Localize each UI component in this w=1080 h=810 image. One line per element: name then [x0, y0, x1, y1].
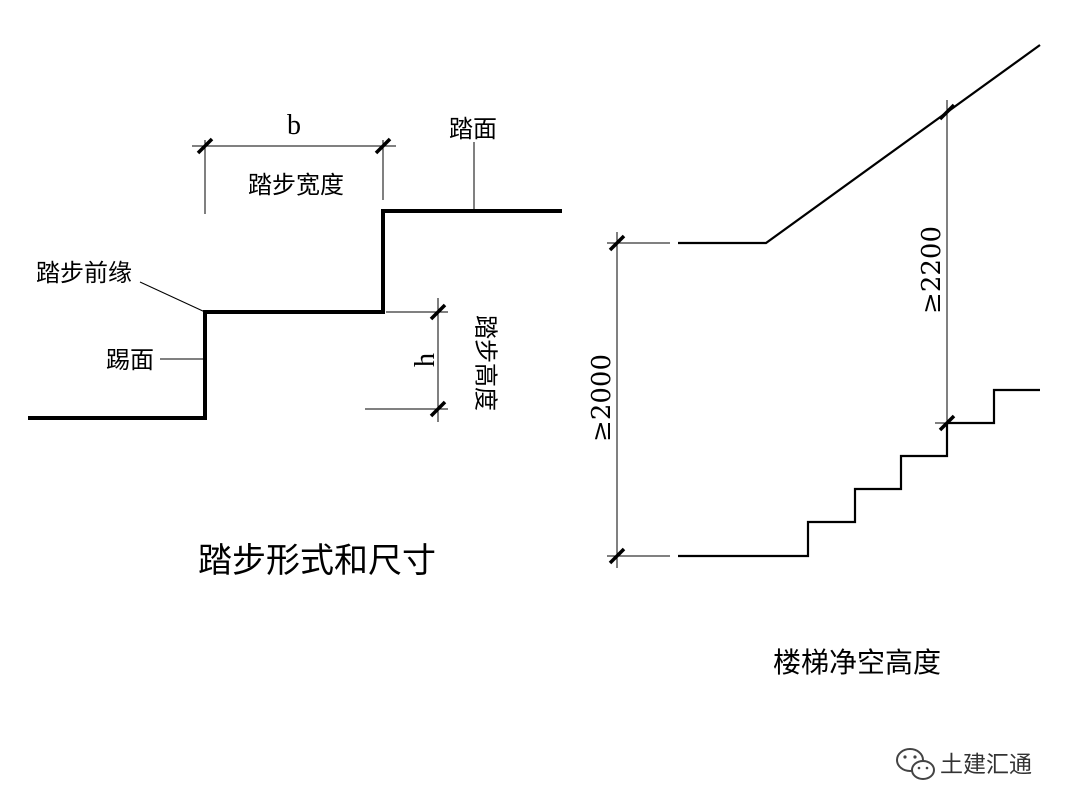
wechat-icon [896, 748, 935, 780]
step-height-dimension: h 踏步高度 [365, 298, 500, 422]
left-caption: 踏步形式和尺寸 [198, 541, 436, 581]
width-label: 踏步宽度 [248, 171, 344, 199]
right-caption: 楼梯净空高度 [773, 646, 941, 679]
step-width-dimension: b 踏步宽度 [192, 110, 396, 214]
height-variable: h [410, 353, 441, 367]
nosing-leader [139, 281, 206, 313]
tread-label: 踏面 [449, 115, 497, 143]
watermark: 土建汇通 [896, 748, 1032, 780]
dimension-2200-label: ≥2200 [917, 226, 947, 314]
clearance-dimension-2000: ≥2000 [587, 232, 670, 568]
watermark-text: 土建汇通 [940, 752, 1032, 778]
step-profile-line [28, 209, 562, 420]
height-label: 踏步高度 [472, 315, 500, 411]
dimension-2000-label: ≥2000 [587, 354, 617, 442]
width-variable: b [287, 110, 301, 141]
stair-headroom-diagram: ≥2000 ≥2200 楼梯净空高度 [587, 44, 1041, 679]
riser-label: 踢面 [106, 346, 154, 374]
clearance-dimension-2200: ≥2200 [917, 100, 962, 436]
nosing-label: 踏步前缘 [36, 259, 132, 287]
upper-flight-line [678, 44, 1041, 245]
step-profile-diagram: b 踏步宽度 踏面 踏步前缘 踢面 h 踏步高度 踏步形式和尺寸 [28, 110, 562, 581]
lower-stair-line [678, 388, 1040, 558]
